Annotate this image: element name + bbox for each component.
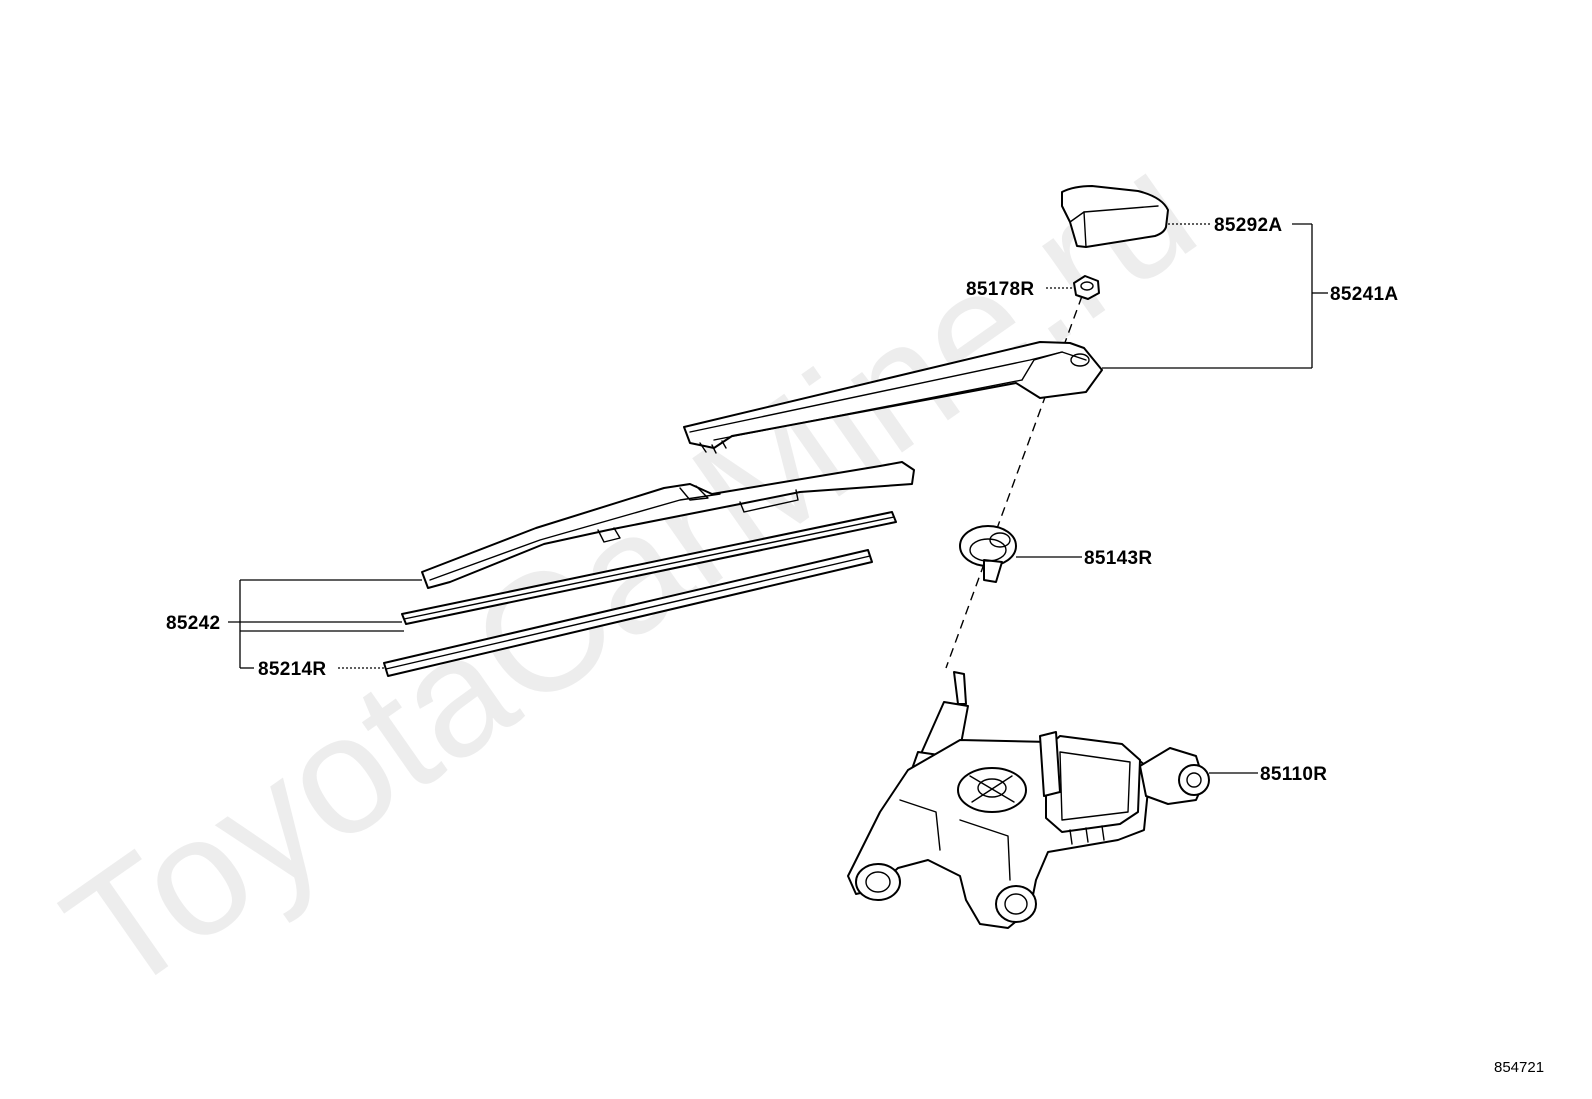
callout-85178R[interactable]: 85178R (966, 279, 1034, 300)
wiper-arm[interactable] (683, 341, 1103, 454)
callout-85214R[interactable]: 85214R (258, 659, 326, 680)
wiper-blade[interactable] (421, 461, 915, 589)
callout-85241A[interactable]: 85241A (1330, 284, 1398, 305)
blade-refill[interactable] (383, 549, 873, 677)
wiper-motor[interactable] (847, 671, 1210, 929)
leader-lines (228, 223, 1328, 774)
callout-85242[interactable]: 85242 (166, 613, 220, 634)
grommet[interactable] (959, 525, 1017, 583)
wiper-arm-cap[interactable] (1061, 185, 1169, 248)
figure-number: 854721 (1494, 1059, 1544, 1076)
arm-nut[interactable] (1073, 275, 1100, 300)
callout-85143R[interactable]: 85143R (1084, 548, 1152, 569)
callout-85292A[interactable]: 85292A (1214, 215, 1282, 236)
callout-85110R[interactable]: 85110R (1260, 764, 1327, 785)
blade-rubber-strip[interactable] (401, 511, 897, 625)
